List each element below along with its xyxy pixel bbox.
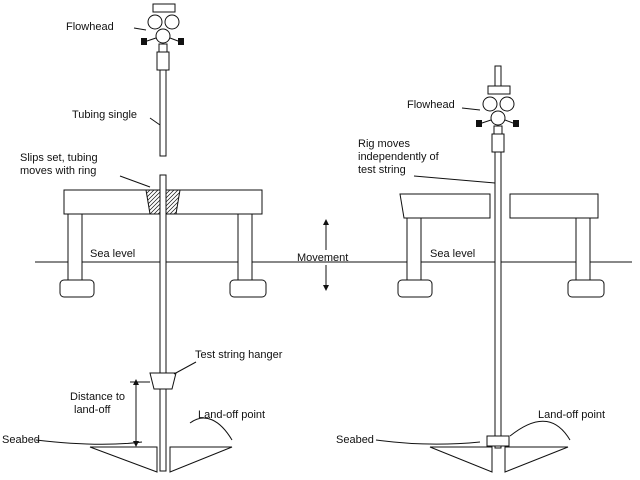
leg-left-1 [67,213,83,281]
label-sea-level-left: Sea level [90,248,135,260]
tubing-leader [149,117,161,126]
movement-indicator: Movement [297,219,348,291]
tubing-single [159,69,167,157]
label-land-off-left: Land-off point [198,409,265,421]
test-string-left [159,174,167,472]
seabed-mound-left-2 [169,446,233,473]
label-distance-2: land-off [74,404,111,416]
left-rig: Flowhead Tubing single Slips set, tubing… [2,3,283,473]
seabed-line-right [375,439,481,445]
hanger-leader [173,361,197,375]
label-movement: Movement [297,252,348,264]
seabed-mound-left-1 [89,446,158,473]
test-string-hanger [149,372,177,390]
label-slips-1: Slips set, tubing [20,152,98,164]
flowhead-left-icon [141,3,184,71]
seabed-line-left [35,439,143,445]
label-land-off-right: Land-off point [538,409,605,421]
flowhead-leader-left [133,27,147,31]
label-rig-3: test string [358,164,406,176]
label-seabed-left: Seabed [2,434,40,446]
land-off-leader-left [189,417,233,441]
pontoon-right-1 [397,279,433,298]
test-string-right-top [494,65,502,89]
rig-deck-right-b [509,193,599,219]
leg-left-2 [237,213,253,281]
label-rig-1: Rig moves [358,138,410,150]
label-test-string-hanger: Test string hanger [195,349,283,361]
rig-deck-right-a [399,193,491,219]
label-seabed-right: Seabed [336,434,374,446]
leg-right-2 [575,217,591,281]
slips-leader [119,175,151,188]
label-slips-2: moves with ring [20,165,96,177]
seabed-mound-right-2 [504,446,569,473]
seabed-mound-right-1 [429,446,493,473]
pontoon-right-2 [567,279,605,298]
flowhead-leader-right [461,107,481,111]
pontoon-left-1 [59,279,95,298]
flowhead-right-icon [476,85,519,153]
label-distance-1: Distance to [70,391,125,403]
label-tubing-single: Tubing single [72,109,137,121]
label-flowhead-right: Flowhead [407,99,455,111]
label-sea-level-right: Sea level [430,248,475,260]
land-off-block-right [486,435,510,447]
label-rig-2: independently of [358,151,440,163]
rig-leader [413,175,496,184]
land-off-leader-right [509,420,571,441]
pontoon-left-2 [229,279,267,298]
label-flowhead-left: Flowhead [66,21,114,33]
test-string-right [494,151,502,449]
right-rig: Flowhead Rig moves independently of test… [336,65,605,473]
leg-right-1 [406,217,422,281]
